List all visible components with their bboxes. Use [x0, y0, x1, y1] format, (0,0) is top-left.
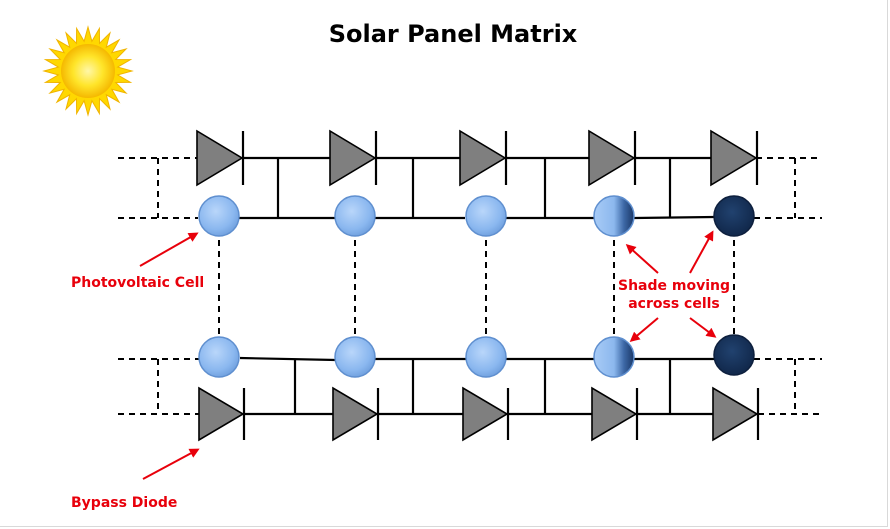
arrow-to-top-partial-cell — [625, 243, 659, 274]
bottom-cell-string — [118, 334, 822, 414]
top-cell-string — [118, 158, 822, 237]
bypass-diode — [332, 386, 380, 442]
bypass-diode — [591, 386, 639, 442]
bottom-diode-string — [118, 386, 822, 442]
arrow-to-top-shaded-cell — [689, 230, 714, 274]
photovoltaic-cell-icon — [334, 195, 376, 237]
bypass-diode — [198, 386, 246, 442]
bypass-diode — [462, 386, 510, 442]
photovoltaic-cell-icon — [334, 336, 376, 378]
sun-icon — [42, 25, 134, 117]
bypass-diode — [712, 386, 760, 442]
photovoltaic-cell-label: Photovoltaic Cell — [71, 275, 204, 291]
photovoltaic-cell-icon — [465, 336, 507, 378]
bypass-diode — [588, 129, 637, 187]
photovoltaic-cell-icon — [198, 336, 240, 378]
bypass-diode — [329, 129, 378, 187]
bypass-diode — [710, 129, 759, 187]
partially-shaded-cell-icon — [593, 195, 635, 237]
photovoltaic-cell-icon — [465, 195, 507, 237]
shade-label-line2: across cells — [628, 296, 720, 312]
shaded-cell-icon — [713, 334, 755, 376]
shade-label-line1: Shade moving — [618, 278, 730, 294]
partially-shaded-cell-icon — [593, 336, 635, 378]
bypass-diode-label: Bypass Diode — [71, 495, 177, 511]
arrow-to-cell — [139, 232, 199, 267]
arrow-to-bottom-partial-cell — [629, 317, 659, 342]
photovoltaic-cell-icon — [198, 195, 240, 237]
bypass-diode — [459, 129, 508, 187]
inter-row-connections — [218, 240, 735, 336]
annotations: Photovoltaic Cell Shade moving across ce… — [71, 230, 730, 511]
bypass-diode — [196, 129, 245, 187]
arrow-to-bottom-shaded-cell — [689, 317, 717, 338]
diagram-title: Solar Panel Matrix — [329, 20, 578, 48]
top-diode-string — [118, 129, 822, 187]
shaded-cell-icon — [713, 195, 755, 237]
arrow-to-diode — [142, 448, 200, 480]
